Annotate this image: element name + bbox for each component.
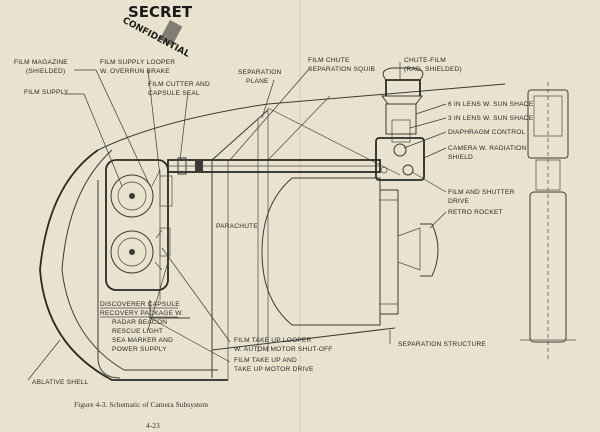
film-path: [151, 169, 163, 300]
svg-text:RADAR BEACON: RADAR BEACON: [112, 319, 167, 326]
film-magazine: [105, 159, 190, 319]
takeup-spool: [110, 230, 154, 274]
svg-text:CAMERA W. RADIATION: CAMERA W. RADIATION: [448, 145, 526, 152]
chute-film-cap: [382, 67, 424, 81]
shutter-drive-wheel: [402, 164, 414, 176]
svg-text:(RAD. SHIELDED): (RAD. SHIELDED): [404, 66, 462, 73]
svg-text:SEPARATION: SEPARATION: [238, 69, 282, 76]
label-film-supply: FILM SUPPLY: [24, 89, 69, 96]
svg-text:SHIELD: SHIELD: [448, 154, 473, 161]
svg-text:DRIVE: DRIVE: [448, 198, 470, 205]
svg-text:CAPSULE SEAL: CAPSULE SEAL: [148, 90, 200, 97]
svg-text:(SHIELDED): (SHIELDED): [26, 68, 65, 75]
svg-text:SEA MARKER AND: SEA MARKER AND: [112, 337, 173, 344]
label-diaphragm: DIAPHRAGM CONTROL: [448, 129, 526, 136]
chute-block: [195, 160, 203, 172]
svg-text:PLANE: PLANE: [246, 78, 269, 85]
svg-text:W. AUTOM MOTOR SHUT-OFF: W. AUTOM MOTOR SHUT-OFF: [234, 346, 333, 353]
svg-text:FILM CHUTE: FILM CHUTE: [308, 57, 350, 64]
svg-text:FILM SUPPLY: FILM SUPPLY: [24, 89, 69, 96]
capsule-inner-wall: [97, 180, 121, 379]
label-takeup-looper: FILM TAKE UP LOOPER W. AUTOM MOTOR SHUT-…: [234, 337, 333, 353]
camera-unit: [375, 67, 425, 181]
svg-text:FILM TAKE UP AND: FILM TAKE UP AND: [234, 357, 297, 364]
label-separation-plane: SEPARATION PLANE: [238, 69, 282, 85]
vehicle-body: [39, 83, 506, 381]
takeup-looper-box: [159, 227, 171, 257]
upper-body-line: [97, 83, 506, 151]
svg-text:FILM AND SHUTTER: FILM AND SHUTTER: [448, 189, 515, 196]
label-film-shutter: FILM AND SHUTTER DRIVE: [448, 189, 515, 205]
label-takeup-drive: FILM TAKE UP AND TAKE UP MOTOR DRIVE: [234, 357, 314, 373]
film-chute: [167, 157, 381, 175]
label-chute-film: CHUTE-FILM (RAD. SHIELDED): [404, 57, 462, 73]
retro-nozzle-bell: [420, 223, 439, 277]
stamp-confidential: CONFIDENTIAL: [121, 16, 192, 60]
lens-3in: [391, 119, 411, 143]
separation-ring: [379, 189, 399, 315]
diaphragm: [393, 143, 407, 157]
svg-text:FILM MAGAZINE: FILM MAGAZINE: [14, 59, 68, 66]
lens-6in: [385, 103, 417, 135]
svg-text:RECOVERY PACKAGE W.: RECOVERY PACKAGE W.: [100, 310, 183, 317]
sun-shade: [381, 95, 423, 105]
label-lens-6in: 6 IN LENS W. SUN SHADE: [448, 101, 534, 108]
end-view-camera: [527, 89, 569, 159]
internal-diagonal-2: [267, 95, 331, 161]
svg-text:DISCOVERER CAPSULE: DISCOVERER CAPSULE: [100, 301, 180, 308]
label-parachute: PARACHUTE: [216, 223, 258, 230]
retro-section: [261, 177, 439, 326]
supply-looper-box: [159, 175, 173, 207]
ablative-shell-inner: [61, 149, 218, 371]
svg-text:RESCUE LIGHT: RESCUE LIGHT: [112, 328, 163, 335]
svg-text:TAKE UP MOTOR DRIVE: TAKE UP MOTOR DRIVE: [234, 366, 314, 373]
svg-text:CHUTE-FILM: CHUTE-FILM: [404, 57, 446, 64]
retro-rocket-case: [261, 177, 381, 326]
label-film-cutter: FILM CUTTER AND CAPSULE SEAL: [148, 81, 210, 97]
security-stamp: SECRET CONFIDENTIAL: [121, 3, 193, 60]
label-retro-rocket: RETRO ROCKET: [448, 209, 503, 216]
label-film-supply-looper: FILM SUPPLY LOOPER W. OVERRUN BRAKE: [100, 59, 175, 75]
internal-diagonal-1: [267, 107, 401, 176]
stamp-secret: SECRET: [128, 3, 193, 21]
label-ablative-shell: ABLATIVE SHELL: [32, 379, 89, 386]
label-separation-structure: SEPARATION STRUCTURE: [398, 341, 486, 348]
stamp-smudge: [159, 20, 183, 46]
label-lens-3in: 3 IN LENS W. SUN SHADE: [448, 115, 534, 122]
lower-body-line: [211, 327, 396, 351]
magazine-box: [105, 159, 169, 291]
supply-spool: [110, 174, 154, 218]
end-view: [520, 82, 576, 360]
film-cutter: [177, 157, 187, 175]
page-number: 4-23: [146, 421, 160, 430]
chute-film-top: [385, 79, 421, 96]
svg-text:FILM TAKE UP LOOPER: FILM TAKE UP LOOPER: [234, 337, 311, 344]
retro-nozzle: [397, 227, 421, 271]
ablative-shell-outer: [39, 149, 228, 381]
label-camera-shield: CAMERA W. RADIATION SHIELD: [448, 145, 526, 161]
label-film-magazine: FILM MAGAZINE (SHIELDED): [14, 59, 68, 75]
leader-lines: [27, 62, 447, 381]
svg-text:FILM CUTTER AND: FILM CUTTER AND: [148, 81, 210, 88]
svg-text:W. OVERRUN BRAKE: W. OVERRUN BRAKE: [100, 68, 170, 75]
svg-text:POWER SUPPLY: POWER SUPPLY: [112, 346, 167, 353]
figure-caption: Figure 4-3. Schematic of Camera Subsyste…: [74, 400, 208, 409]
label-discoverer: DISCOVERER CAPSULE RECOVERY PACKAGE W. R…: [100, 301, 183, 353]
label-film-chute-squib: FILM CHUTE SEPARATION SQUIB: [308, 57, 375, 73]
end-view-capsule: [529, 191, 567, 343]
svg-text:FILM SUPPLY LOOPER: FILM SUPPLY LOOPER: [100, 59, 175, 66]
camera-shield-box: [375, 137, 425, 181]
svg-text:SEPARATION SQUIB: SEPARATION SQUIB: [308, 66, 375, 73]
